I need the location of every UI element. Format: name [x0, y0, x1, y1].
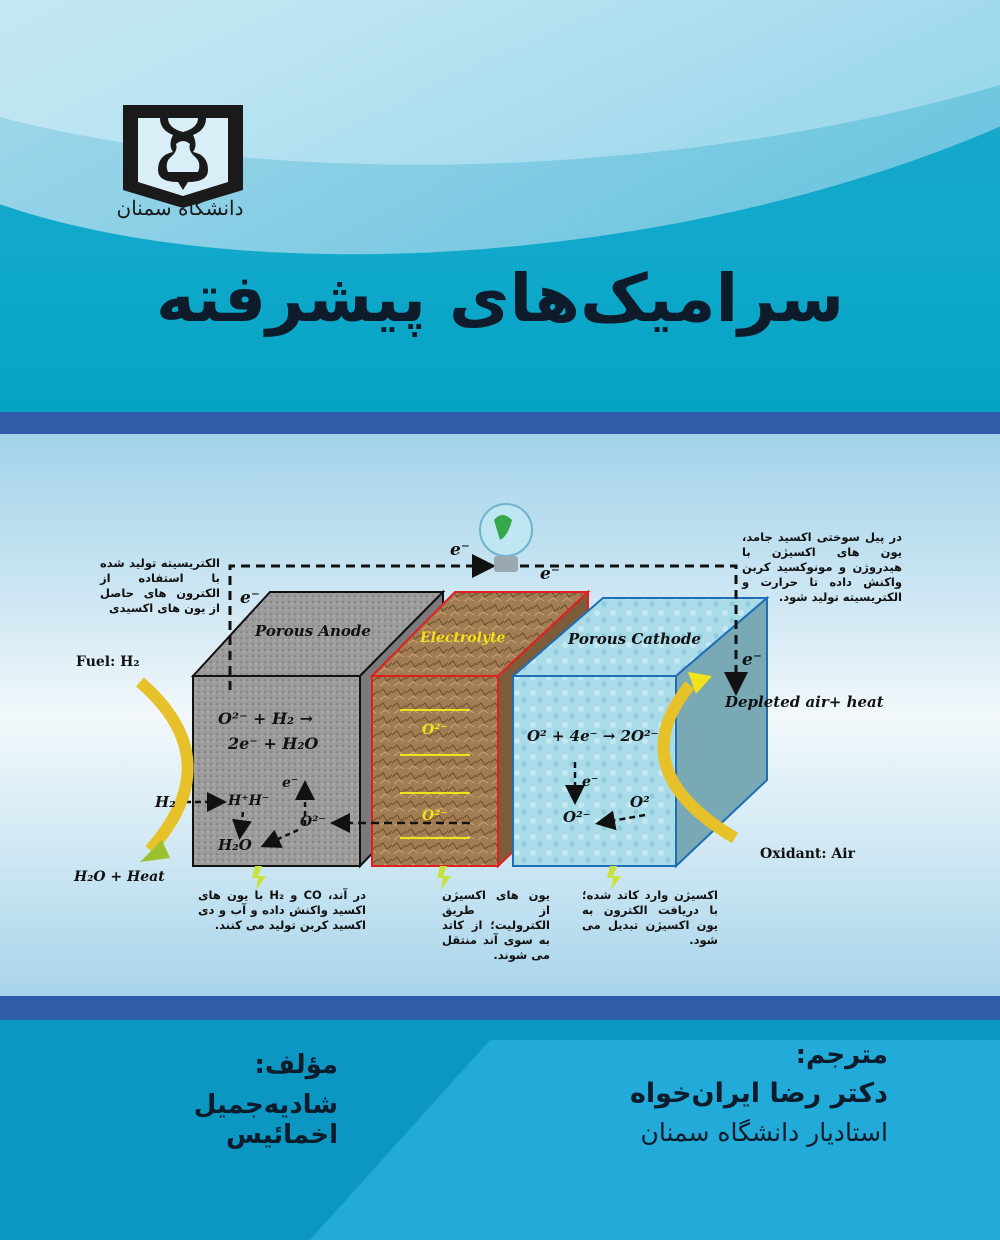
oxidant-label: Oxidant: Air — [760, 846, 855, 862]
author-name: شادیه‌جمیل اخمائیس — [193, 1090, 338, 1150]
fuel-cell-diagram — [136, 503, 770, 890]
electrolyte-ion-upper: O²⁻ — [422, 722, 448, 738]
anode-hh: H⁺H⁻ — [228, 793, 270, 809]
divider-band-top — [0, 412, 1000, 434]
note-anode: در آند، CO و H₂ با یون های اکسید واکنش د… — [198, 888, 366, 932]
cathode-label: Porous Cathode — [568, 630, 701, 648]
note-electricity: الکتریسیته تولید شده با استفاده از الکتر… — [100, 556, 220, 615]
cover-header — [0, 0, 1000, 412]
translator-role: مترجم: — [795, 1040, 888, 1070]
note-electrolyte: یون های اکسیژن از طریق الکترولیت؛ از کات… — [442, 888, 550, 962]
electron-label-top-right: e⁻ — [540, 564, 560, 584]
depleted-air-label: Depleted air+ heat — [725, 693, 884, 711]
lightbulb-icon — [479, 503, 533, 572]
air-flow-arrow-icon — [657, 681, 739, 844]
fuel-flow-arrow-icon — [136, 677, 194, 854]
cathode-reaction: O² + 4e⁻ → 2O²⁻ — [527, 727, 659, 745]
callout-pointer-icons — [252, 866, 621, 890]
note-sofc-overview: در پیل سوختی اکسید جامد، یون های اکسیژن … — [742, 530, 902, 604]
cathode-oxygen: O² — [630, 793, 650, 811]
cathode-electron: e⁻ — [582, 774, 599, 790]
note-cathode: اکسیژن وارد کاتد شده؛ با دریافت الکترون … — [582, 888, 718, 947]
anode-reaction-line1: O²⁻ + H₂ → — [218, 709, 314, 728]
electrolyte-ion-lower: O²⁻ — [422, 808, 448, 824]
university-logo-icon — [123, 105, 243, 208]
anode-oxide-ion: O²⁻ — [300, 814, 326, 830]
divider-band-bottom — [0, 996, 1000, 1020]
anode-h2-input: H₂ — [155, 793, 176, 811]
electron-label-top-left: e⁻ — [450, 540, 470, 560]
anode-reaction-line2: 2e⁻ + H₂O — [228, 734, 319, 753]
anode-electron: e⁻ — [282, 775, 299, 791]
author-role: مؤلف: — [254, 1050, 338, 1080]
cathode-block — [510, 595, 770, 869]
translator-name: دکتر رضا ایران‌خواه — [629, 1078, 888, 1109]
fuel-label: Fuel: H₂ — [76, 654, 140, 670]
cathode-oxide-ion: O²⁻ — [563, 808, 591, 826]
anode-label: Porous Anode — [255, 622, 371, 640]
university-name: دانشگاه سمنان — [116, 196, 244, 220]
book-title: سرامیک‌های پیشرفته — [155, 260, 845, 337]
electron-label-right: e⁻ — [742, 650, 762, 670]
electron-label-left: e⁻ — [240, 588, 260, 608]
anode-h2o: H₂O — [218, 836, 252, 854]
cover-footer — [0, 1020, 1000, 1240]
electrolyte-label: Electrolyte — [420, 630, 506, 646]
translator-affiliation: استادیار دانشگاه سمنان — [640, 1118, 888, 1147]
exhaust-label: H₂O + Heat — [74, 869, 165, 885]
